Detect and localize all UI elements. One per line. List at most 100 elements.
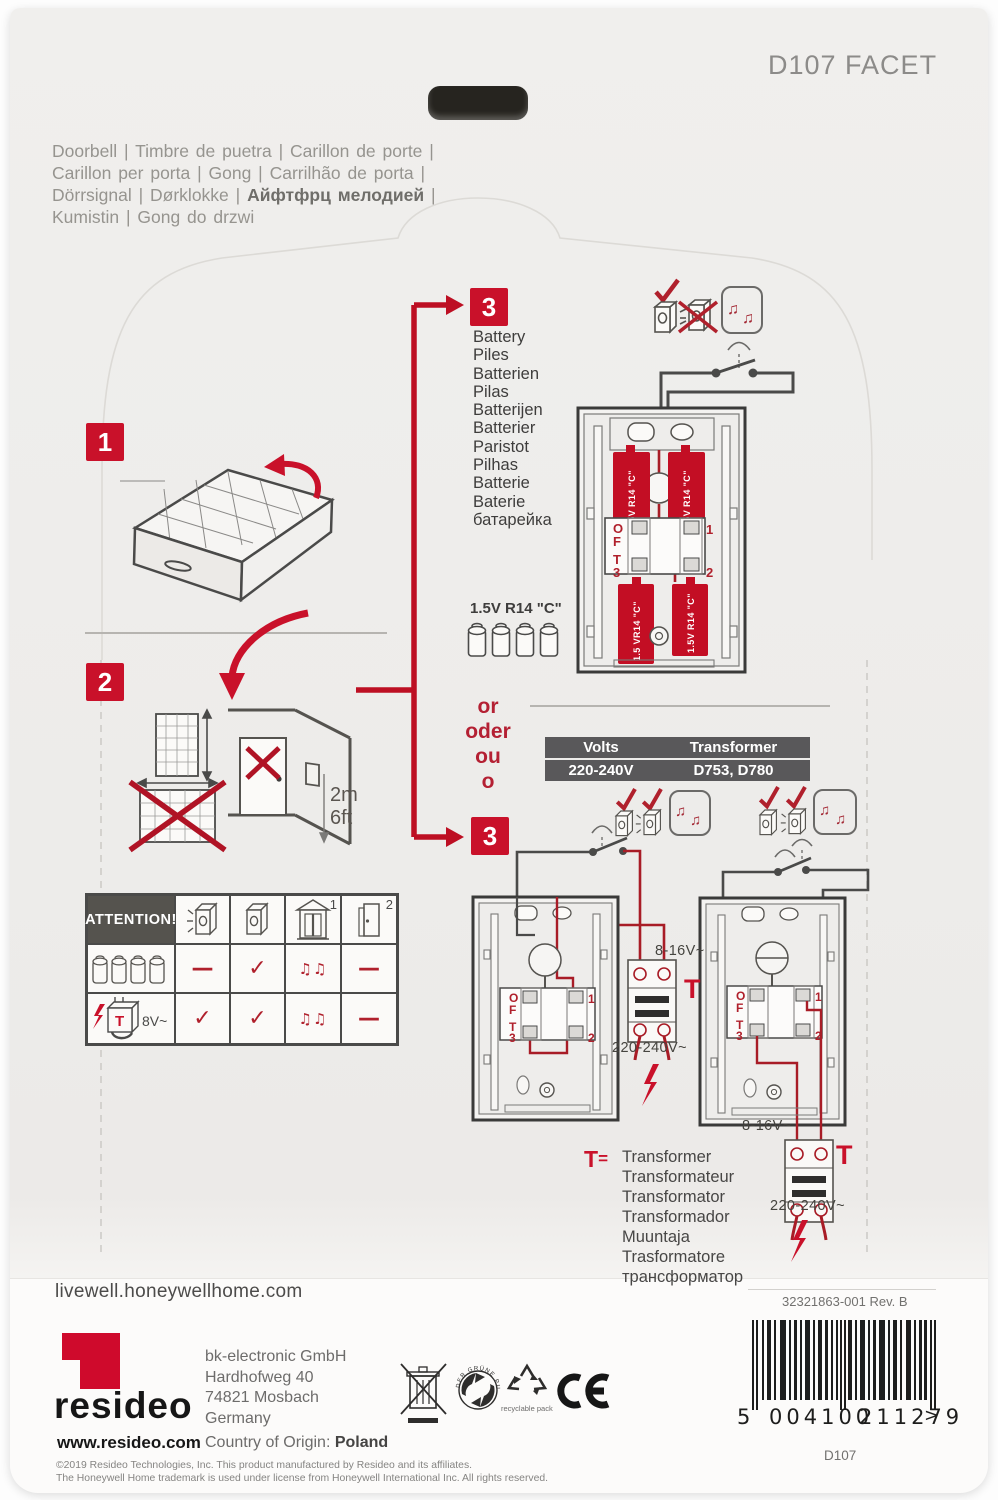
svg-text:F: F — [613, 534, 621, 549]
language-list: Doorbell | Timbre de puetra | Carillon d… — [52, 140, 512, 228]
svg-text:2: 2 — [588, 1031, 595, 1045]
svg-text:1: 1 — [588, 992, 595, 1006]
step-1-badge: 1 — [86, 423, 124, 461]
lightning-icon — [791, 1220, 808, 1262]
low-voltage-label-left: 8-16V~ — [655, 943, 705, 959]
step-2-badge: 2 — [86, 663, 124, 701]
svg-text:T: T — [509, 1020, 517, 1034]
language-line: Dörrsignal | Dørklokke | Айфтфрц мелодие… — [52, 185, 436, 205]
placement-illustration — [128, 708, 352, 853]
attention-cell: ✓ — [230, 944, 285, 993]
country-of-origin: Country of Origin: Poland — [205, 1434, 389, 1451]
step-3-battery-badge: 3 — [470, 288, 508, 326]
attention-cell: — — [341, 944, 397, 993]
attention-cell: ♫♫ — [285, 993, 341, 1044]
svg-text:3: 3 — [736, 1029, 743, 1043]
svg-text:♫: ♫ — [819, 802, 830, 819]
doorbell-header-icon — [230, 895, 285, 944]
attention-cell: ✓ — [230, 993, 285, 1044]
barcode-lead-digit: 5 — [737, 1405, 751, 1429]
weee-bin-icon — [400, 1363, 447, 1423]
svg-text:♫: ♫ — [675, 803, 686, 820]
svg-text:♫: ♫ — [835, 811, 846, 828]
svg-text:1.5 VR14 "C": 1.5 VR14 "C" — [632, 601, 642, 661]
svg-text:T: T — [115, 1013, 124, 1030]
battery-cells-icon — [467, 622, 559, 657]
svg-text:F: F — [736, 1001, 743, 1015]
barcode-group1: 004100 — [769, 1405, 874, 1429]
battery-row-icon — [87, 944, 175, 993]
honeywell-home-website: livewell.honeywellhome.com — [55, 1281, 303, 1302]
attention-table: ATTENTION! 1 — [85, 893, 399, 1046]
svg-text:O: O — [736, 989, 745, 1003]
table-header-row: Volts Transformer — [545, 737, 810, 758]
svg-text:O: O — [613, 521, 623, 536]
attention-cell: — — [341, 993, 397, 1044]
volts-value: 220-240V — [568, 762, 634, 779]
room-door-header-icon: 2 — [341, 895, 397, 944]
svg-text:T: T — [613, 552, 621, 567]
barcode — [752, 1320, 936, 1410]
svg-text:F: F — [509, 1003, 516, 1017]
wired-option-icons-left: ♫ ♫ — [591, 788, 711, 847]
recyclable-pack-label: recyclable pack — [501, 1404, 553, 1413]
wired-option-icons-right: ♫ ♫ — [758, 786, 857, 858]
ce-mark-icon — [557, 1373, 610, 1409]
product-model-title: D107 FACET — [768, 50, 938, 80]
part-number: 32321863-001 Rev. B — [782, 1294, 908, 1309]
attention-cell: ♫♫ — [285, 944, 341, 993]
svg-text:2: 2 — [706, 565, 713, 580]
transformer-t-right: T — [836, 1140, 853, 1170]
svg-text:1: 1 — [815, 990, 822, 1004]
language-line: Kumistin | Gong do drzwi — [52, 207, 255, 227]
svg-text:T: T — [736, 1018, 744, 1032]
curved-arrow-down — [219, 609, 309, 700]
barcode-suffix: > — [924, 1405, 940, 1426]
low-voltage-label-right: 8-16V~ — [742, 1118, 792, 1134]
svg-text:♫: ♫ — [742, 310, 754, 327]
doorbell-icon — [652, 300, 679, 334]
box-open-illustration — [120, 454, 335, 603]
melody-box-icon: ♫ ♫ — [669, 790, 711, 836]
volts-header: Volts — [583, 739, 619, 756]
barcode-group2: 211279 — [859, 1405, 964, 1429]
green-dot-icon: DER GRÜNE PUNKT — [449, 1354, 499, 1410]
language-line: Carillon per porta | Gong | Carrilhão de… — [52, 163, 426, 183]
svg-text:1.5V R14 "C": 1.5V R14 "C" — [682, 470, 692, 530]
copyright-text: ©2019 Resideo Technologies, Inc. This pr… — [56, 1460, 549, 1484]
battery-compartment-diagram: 1.5V R14 "C" 1.5V R14 "C" 1.5 VR14 "C" 1… — [576, 341, 795, 674]
svg-text:1.5V R14 "C": 1.5V R14 "C" — [627, 470, 637, 530]
svg-text:♫: ♫ — [727, 301, 739, 318]
table-value-row: 220-240V D753, D780 — [545, 760, 810, 781]
battery-option-icons: ♫ ♫ — [652, 278, 763, 334]
attention-cell: — — [175, 944, 230, 993]
svg-text:O: O — [509, 991, 518, 1005]
hanger-slot — [428, 86, 528, 120]
mains-label-right: 220-240V~ — [770, 1198, 845, 1214]
transformer-t-left: T — [684, 974, 701, 1004]
resideo-logo-icon — [62, 1333, 120, 1389]
language-line: Doorbell | Timbre de puetra | Carillon d… — [52, 141, 434, 161]
attention-title: ATTENTION! — [85, 895, 176, 944]
recycle-icon — [506, 1363, 548, 1395]
resideo-wordmark: resideo — [54, 1385, 193, 1426]
step-3-transformer-badge: 3 — [471, 817, 509, 855]
lit-doorbell-header-icon — [175, 895, 230, 944]
t-equals: T= — [584, 1146, 608, 1172]
section-divider — [530, 705, 830, 707]
svg-text:3: 3 — [613, 565, 620, 580]
transformer-row-icon: T 8V~ — [87, 993, 175, 1044]
battery-spec-label: 1.5V R14 "C" — [470, 600, 562, 617]
transformer-table: Volts Transformer 220-240V D753, D780 — [545, 737, 810, 783]
front-door-header-icon: 1 — [285, 895, 341, 944]
transformer-value: D753, D780 — [693, 762, 774, 779]
divider — [748, 1289, 936, 1290]
